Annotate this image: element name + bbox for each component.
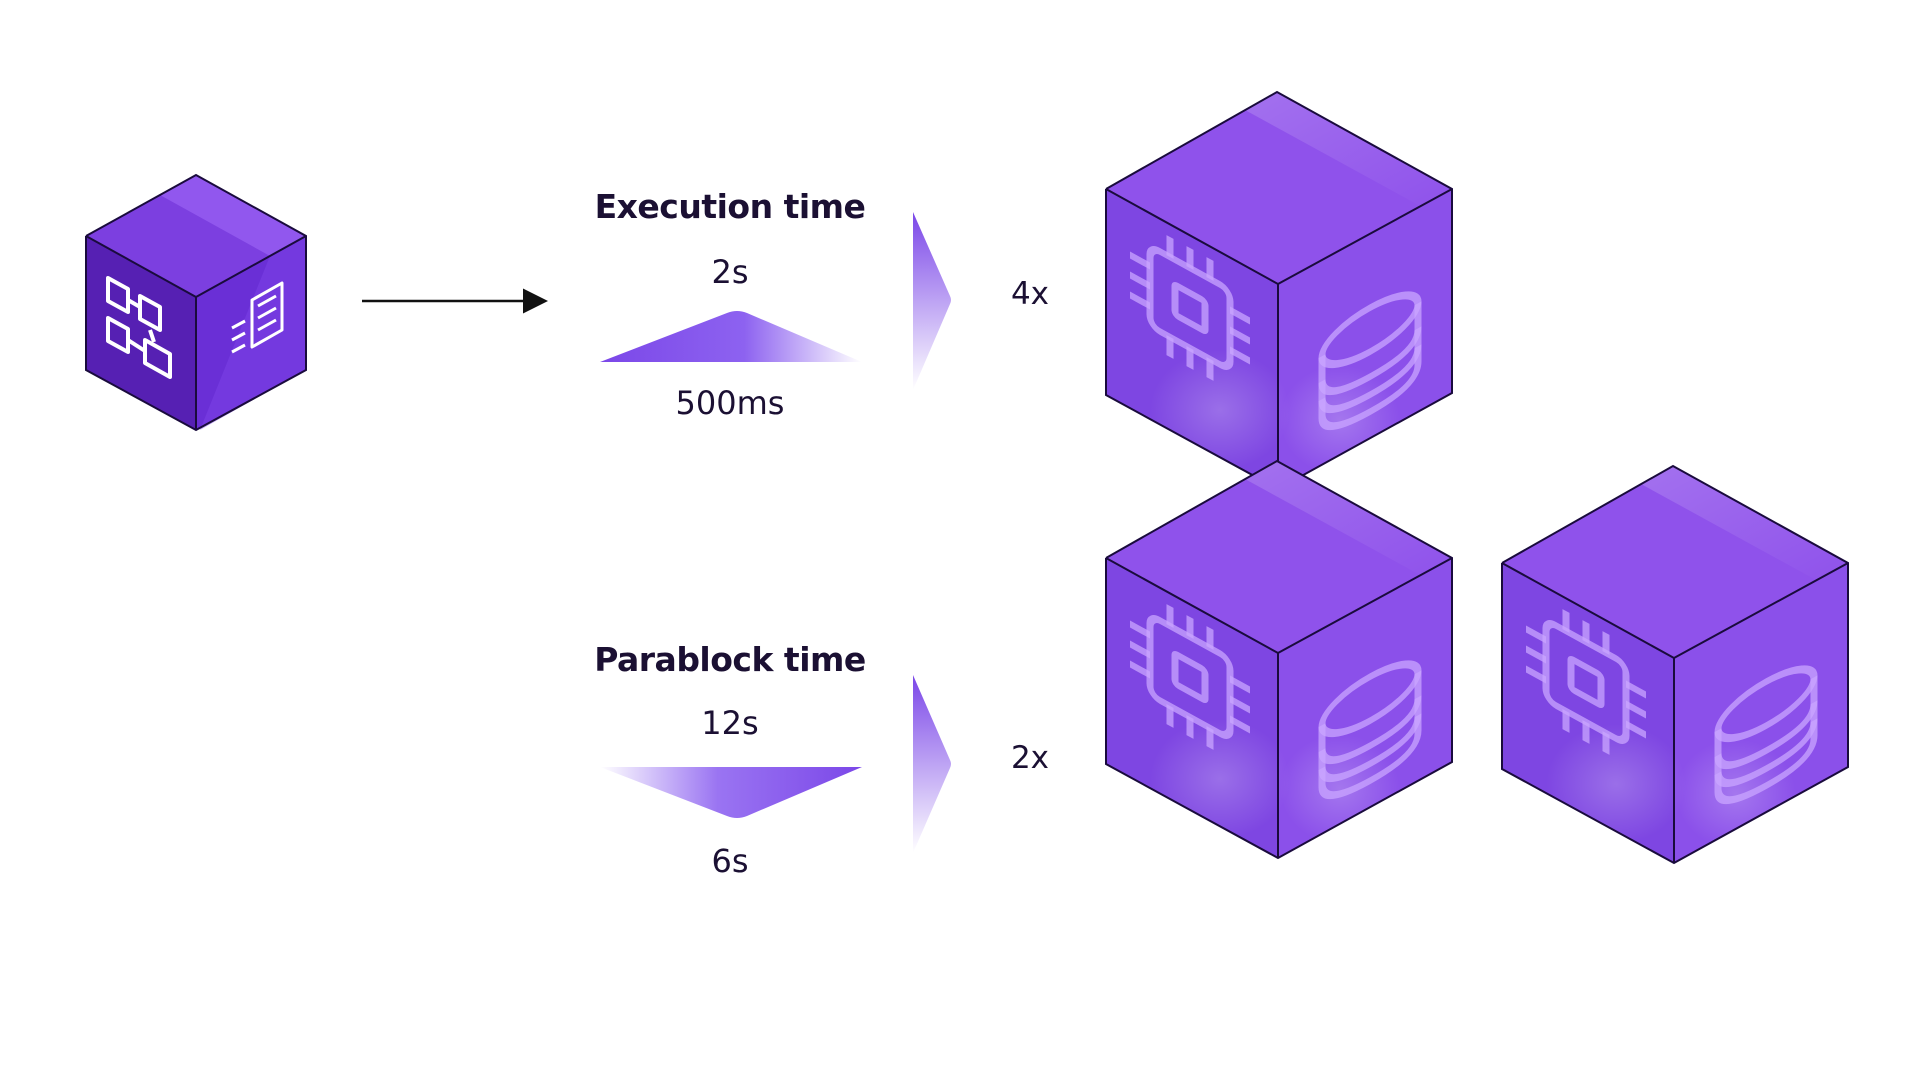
chevron-right-icon [913,675,951,853]
parablock-time-triangle [600,767,862,818]
parablock-time-bottom-value: 6s [711,842,749,880]
document-list-icon [231,281,284,354]
core-cube [1105,90,1453,491]
cpu-chip-icon [1130,235,1250,381]
execution-time-triangle [600,311,862,362]
execution-multiplier: 4x [1010,276,1050,312]
parablock-time-title: Parablock time [594,640,866,679]
execution-time-top-value: 2s [711,253,749,291]
core-cube [1502,466,1848,863]
network-blocks-icon [106,276,172,379]
small-cube-front [86,236,196,430]
parablock-multiplier: 2x [1010,740,1050,776]
core-cube [1106,461,1452,858]
small-cube [85,173,307,432]
execution-time-title: Execution time [594,187,866,226]
parablock-time-top-value: 12s [701,704,759,742]
execution-time-bottom-value: 500ms [675,384,785,422]
database-stack-icon [1318,291,1422,431]
chevron-right-icon [913,212,951,390]
